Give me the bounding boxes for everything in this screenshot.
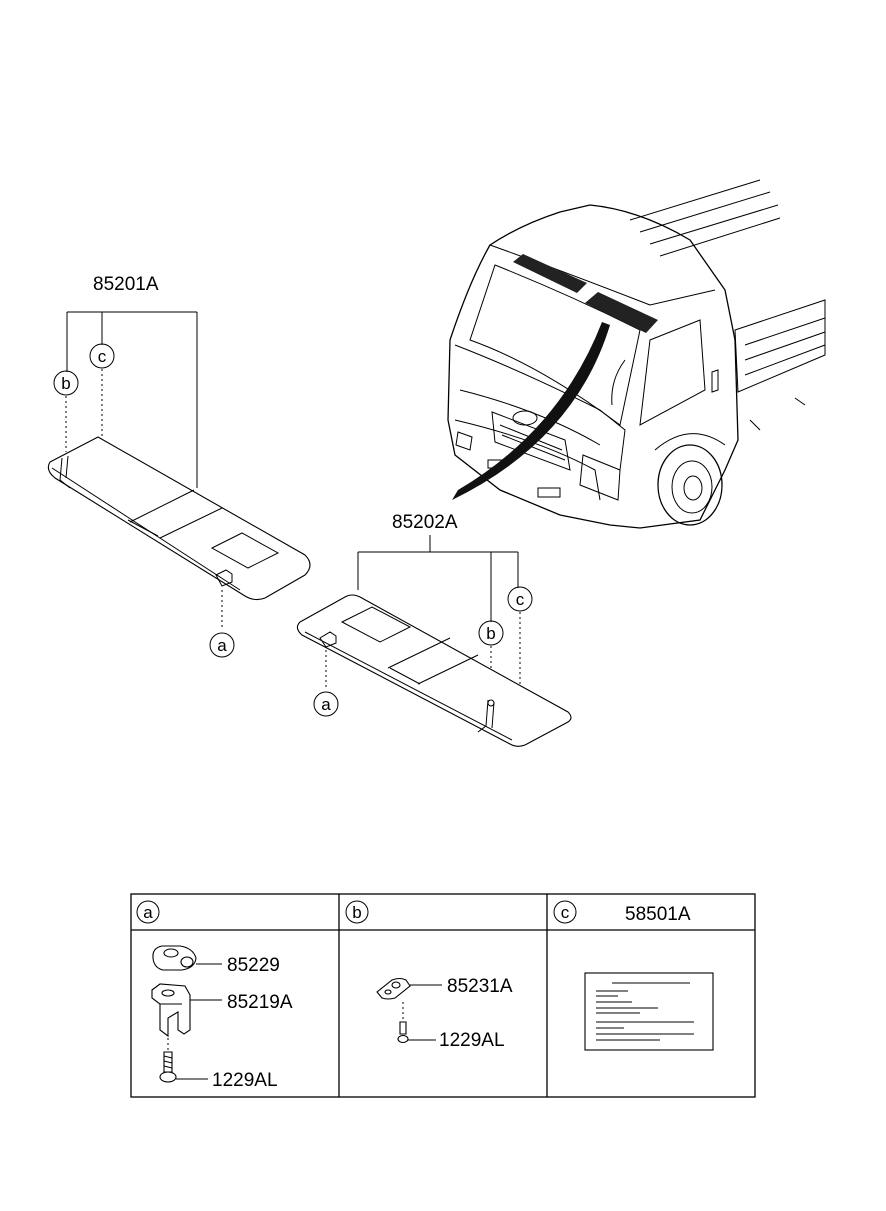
svg-text:a: a xyxy=(143,903,153,922)
screw-1229AL-a xyxy=(159,1051,177,1083)
marker-b-left xyxy=(53,370,79,396)
svg-text:b: b xyxy=(486,624,495,643)
visor-mark-left xyxy=(513,254,587,293)
table-marker-a xyxy=(136,900,160,924)
parts-table: a b c 58501A 85229 85219A 1229AL xyxy=(130,893,756,1098)
svg-text:c: c xyxy=(561,903,570,922)
truck-illustration xyxy=(447,179,826,529)
part-85231A: 85231A xyxy=(447,976,513,997)
marker-b-right xyxy=(478,620,504,646)
svg-text:a: a xyxy=(217,636,227,655)
marker-a-right xyxy=(313,691,339,717)
screw-1229AL-b xyxy=(397,1021,409,1044)
svg-text:b: b xyxy=(352,903,361,922)
marker-c-right xyxy=(507,586,533,612)
part-1229AL-a: 1229AL xyxy=(212,1070,278,1091)
visor-mark-right xyxy=(585,292,658,333)
part-58501A: 58501A xyxy=(625,904,691,925)
right-sun-visor: 85202A c b a xyxy=(296,512,572,747)
table-marker-b xyxy=(345,900,369,924)
svg-text:a: a xyxy=(321,695,331,714)
leader-swoosh xyxy=(452,322,610,500)
callout-85202A: 85202A xyxy=(392,512,458,533)
part-85219A: 85219A xyxy=(227,992,293,1013)
bracket-85219A xyxy=(151,983,191,1038)
part-85229: 85229 xyxy=(227,955,280,976)
marker-c-left xyxy=(89,343,115,369)
left-sun-visor: 85201A b c a xyxy=(47,274,311,658)
clip-85231A xyxy=(376,977,411,1000)
part-1229AL-b: 1229AL xyxy=(439,1030,505,1051)
callout-85201A: 85201A xyxy=(93,274,159,295)
marker-a-left xyxy=(209,632,235,658)
svg-text:c: c xyxy=(98,347,107,366)
svg-text:b: b xyxy=(61,374,70,393)
svg-text:c: c xyxy=(516,590,525,609)
table-marker-c xyxy=(553,900,577,924)
clip-85229 xyxy=(152,945,197,971)
caution-label-58501A xyxy=(584,972,714,1051)
